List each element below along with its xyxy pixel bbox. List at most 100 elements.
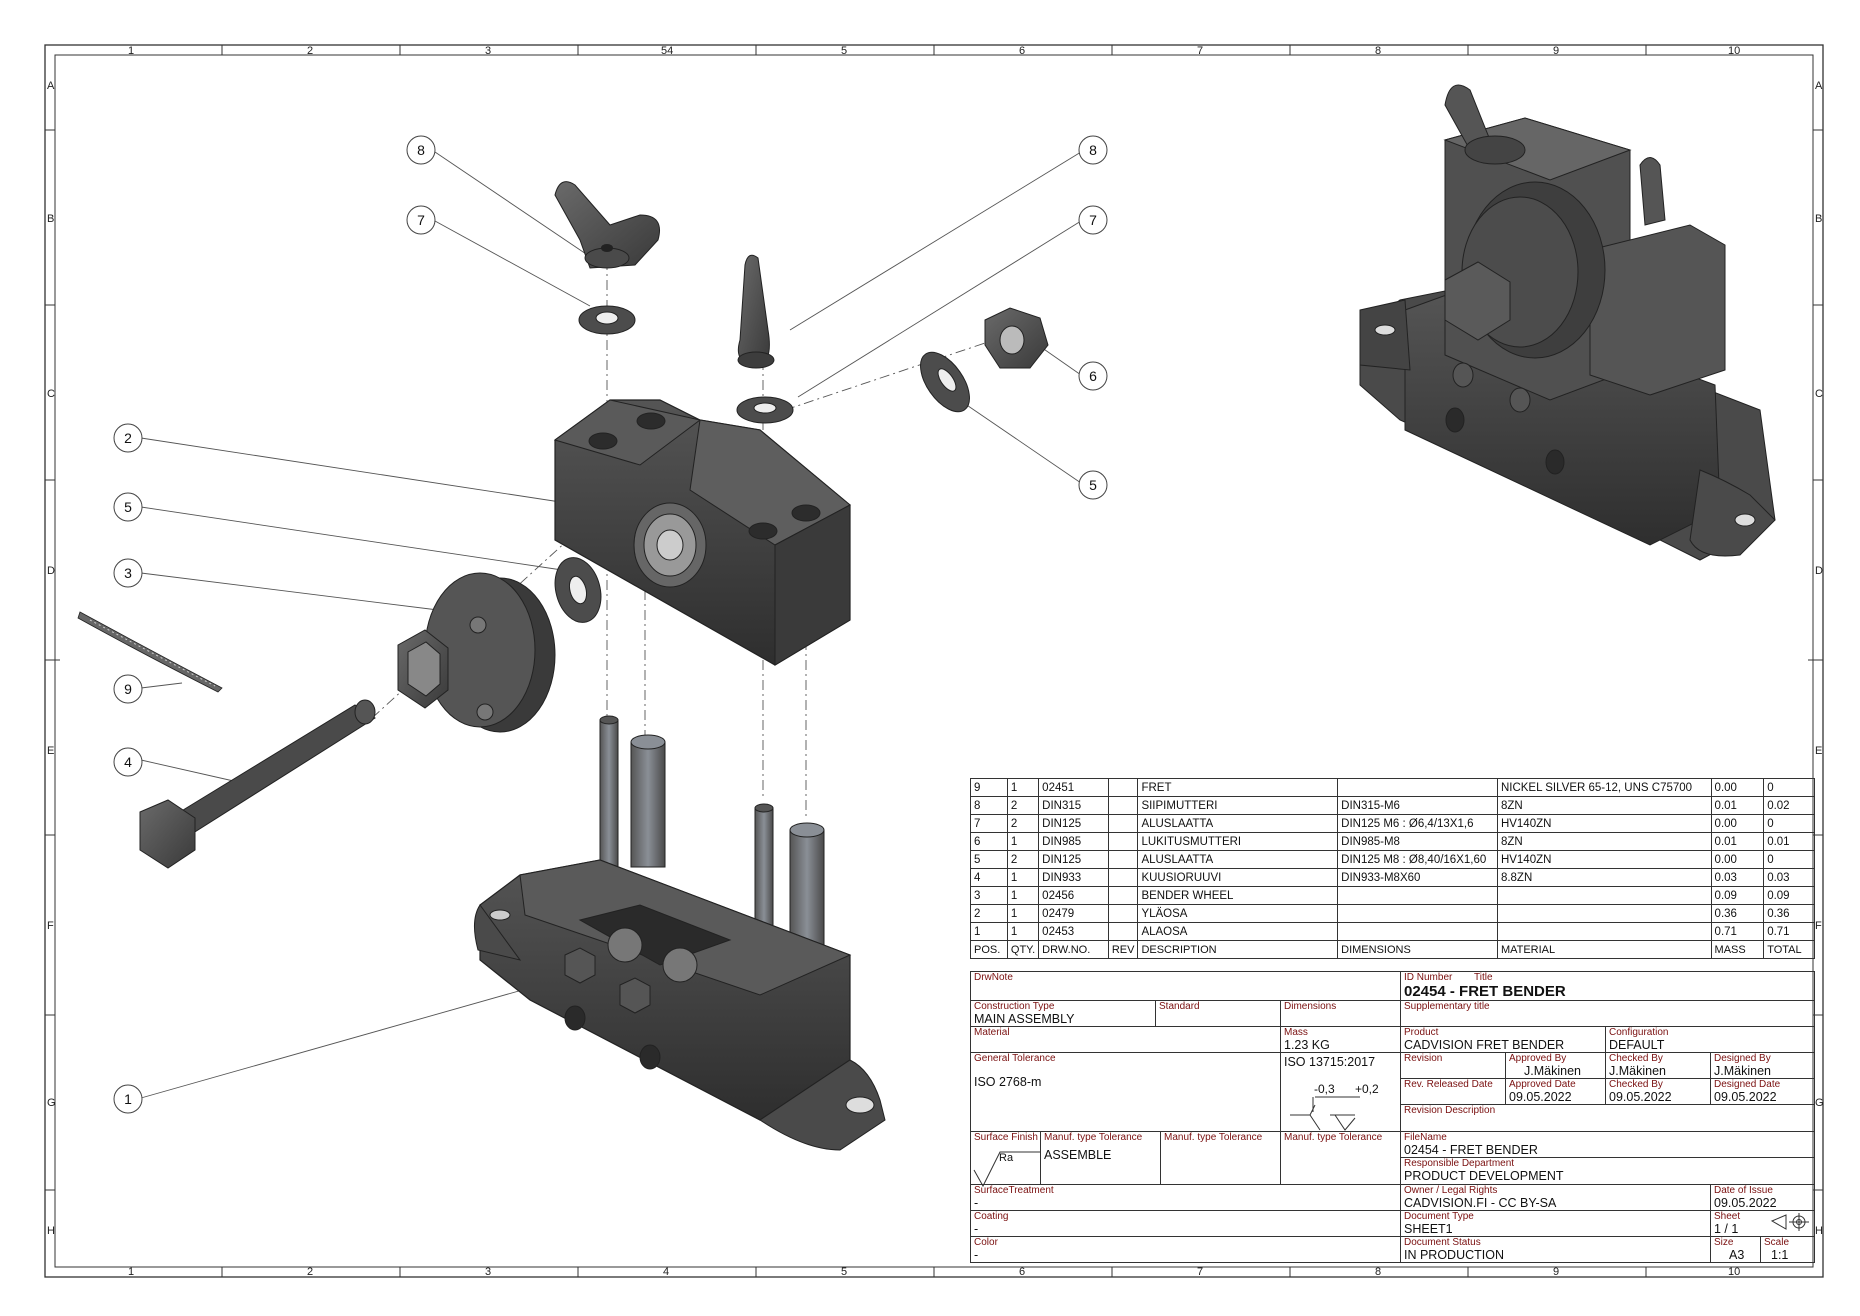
balloon-label: 7 (1089, 212, 1097, 228)
bom-cell-total: 0.71 (1763, 922, 1815, 941)
bom-cell-rev (1107, 868, 1139, 887)
balloon-label: 5 (124, 499, 132, 515)
zone-row-label: F (47, 920, 54, 932)
bom-cell-material (1496, 904, 1712, 923)
iso-13715-value: ISO 13715:2017 (1284, 1055, 1376, 1069)
balloon-2 (113, 423, 143, 453)
supplementary-title-label: Supplementary title (1404, 1001, 1490, 1012)
date-of-issue-value: 09.05.2022 (1714, 1196, 1777, 1210)
edge-plus-value: +0,2 (1355, 1082, 1379, 1096)
bom-cell-rev (1107, 904, 1139, 923)
bom-cell-material: HV140ZN (1496, 850, 1712, 869)
bom-cell-qty: 1 (1006, 904, 1040, 923)
bom-cell-drw-no: DIN125 (1038, 850, 1109, 869)
bom-cell-material: 8ZN (1496, 832, 1712, 851)
title-block: DrwNote ID Number Title 02454 - FRET BEN… (970, 971, 1815, 1271)
zone-col-label: 54 (661, 45, 674, 57)
zone-col-label: 8 (1375, 45, 1382, 57)
bom-header-qty: QTY. (1006, 940, 1040, 959)
title-cell: ID Number Title 02454 - FRET BENDER (1400, 971, 1815, 1001)
surface-finish-cell: Surface Finish Ra (970, 1131, 1041, 1185)
zone-row-label: B (47, 213, 55, 225)
coating-label: Coating (974, 1211, 1009, 1222)
part-balloons (113, 135, 1108, 1114)
document-type-cell: Document Type SHEET1 (1400, 1210, 1711, 1237)
balloon-label: 8 (1089, 142, 1097, 158)
dimensions-label: Dimensions (1284, 1001, 1337, 1012)
zone-col-label: 9 (1553, 45, 1560, 57)
standard-cell: Standard (1155, 1000, 1281, 1027)
bom-cell-total: 0.03 (1763, 868, 1815, 887)
color-value: - (974, 1248, 979, 1262)
bom-header-drw-no: DRW.NO. (1038, 940, 1109, 959)
edge-standard-cell: ISO 13715:2017 -0,3 +0,2 (1280, 1052, 1401, 1132)
approved-date-value: 09.05.2022 (1509, 1090, 1572, 1104)
zone-col-label: 9 (1553, 1266, 1560, 1278)
designed-date-label: Designed Date (1714, 1079, 1781, 1090)
size-cell: Size A3 (1710, 1236, 1761, 1263)
zone-col-label: 3 (485, 45, 492, 57)
designed-date-value: 09.05.2022 (1714, 1090, 1777, 1104)
manuf-tolerance-1-label: Manuf. type Tolerance (1044, 1132, 1143, 1143)
designed-by-value: J.Mäkinen (1714, 1064, 1771, 1078)
bom-cell-mass: 0.00 (1710, 778, 1765, 797)
bom-cell-description: LUKITUSMUTTERI (1137, 832, 1339, 851)
zone-col-label: 1 (128, 1266, 135, 1278)
balloon-5-right (1078, 470, 1108, 500)
checked-by-value: J.Mäkinen (1609, 1064, 1666, 1078)
balloon-label: 8 (417, 142, 425, 158)
document-status-cell: Document Status IN PRODUCTION (1400, 1236, 1711, 1263)
sheet-label: Sheet (1714, 1211, 1741, 1222)
balloon-3 (113, 558, 143, 588)
bom-cell-material: 8ZN (1496, 796, 1712, 815)
checked-by-label: Checked By (1609, 1053, 1663, 1064)
revision-description-label: Revision Description (1404, 1105, 1496, 1116)
dimensions-cell: Dimensions (1280, 1000, 1401, 1027)
configuration-value: DEFAULT (1609, 1038, 1665, 1052)
balloon-8-left (406, 135, 436, 165)
construction-type-cell: Construction Type MAIN ASSEMBLY (970, 1000, 1156, 1027)
balloon-5-left (113, 492, 143, 522)
id-number-label: ID Number (1404, 972, 1453, 983)
bom-cell-rev (1107, 922, 1139, 941)
title-label: Title (1474, 972, 1493, 983)
product-label: Product (1404, 1027, 1439, 1038)
surface-finish-ra: Ra (999, 1152, 1014, 1164)
bom-cell-pos: 4 (970, 868, 1008, 887)
bom-cell-pos: 7 (970, 814, 1008, 833)
bom-cell-qty: 1 (1006, 832, 1040, 851)
scale-value: 1:1 (1771, 1248, 1789, 1262)
balloon-label: 2 (124, 430, 132, 446)
bom-cell-qty: 1 (1006, 778, 1040, 797)
bom-cell-rev (1107, 850, 1139, 869)
balloon-label: 6 (1089, 368, 1097, 384)
designed-date-cell: Designed Date 09.05.2022 (1710, 1078, 1815, 1105)
zone-row-label: A (47, 80, 55, 92)
bom-cell-drw-no: DIN933 (1038, 868, 1109, 887)
zone-row-label: H (47, 1225, 55, 1237)
rev-released-date-label: Rev. Released Date (1404, 1079, 1493, 1090)
bom-header-total: TOTAL (1763, 940, 1815, 959)
bom-cell-material (1496, 886, 1712, 905)
zone-ticks (45, 45, 1823, 1277)
bom-cell-pos: 1 (970, 922, 1008, 941)
standard-label: Standard (1159, 1001, 1200, 1012)
bom-cell-qty: 1 (1006, 886, 1040, 905)
manuf-tolerance-1-cell: Manuf. type Tolerance ASSEMBLE (1040, 1131, 1161, 1185)
bom-cell-total: 0 (1763, 814, 1815, 833)
filename-value: 02454 - FRET BENDER (1404, 1143, 1538, 1157)
drwnote-cell: DrwNote (970, 971, 1401, 1001)
bom-cell-dimensions (1337, 886, 1498, 905)
approved-date-label: Approved Date (1509, 1079, 1576, 1090)
fret-part-9 (77, 611, 223, 693)
bom-cell-description: ALAOSA (1137, 922, 1339, 941)
zone-row-label: C (47, 388, 55, 400)
balloon-4 (113, 747, 143, 777)
zone-col-label: 6 (1019, 45, 1026, 57)
size-value: A3 (1729, 1248, 1745, 1262)
surface-treatment-cell: SurfaceTreatment - (970, 1184, 1401, 1211)
mass-label: Mass (1284, 1027, 1308, 1038)
